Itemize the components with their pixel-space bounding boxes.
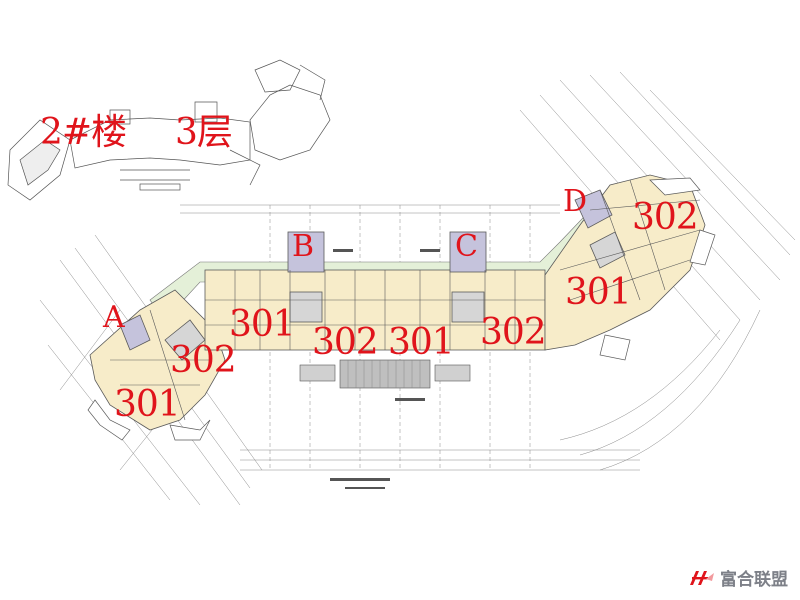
unit-label-d-302: 302 (632, 197, 699, 238)
brand-logo: 富合联盟 (688, 565, 788, 590)
core-label-a: A (103, 300, 125, 335)
brand-logo-text: 富合联盟 (720, 570, 788, 590)
unit-label-b-301: 301 (229, 304, 296, 345)
key-plan (7, 59, 331, 201)
unit-label-c-301: 301 (388, 322, 455, 363)
unit-label-a-301: 301 (114, 384, 181, 425)
floor-number-label: 3层 (175, 112, 233, 153)
unit-label-d-301: 301 (565, 272, 632, 313)
core-label-c: C (455, 229, 478, 264)
podium-platform (299, 359, 471, 389)
unit-label-c-302: 302 (480, 312, 547, 353)
annotation-marks (330, 249, 440, 489)
core-label-b: B (292, 229, 314, 264)
building-number-label: 2#楼 (40, 112, 127, 153)
brand-logo-mark-icon (690, 570, 714, 585)
floor-plate (87, 174, 716, 441)
unit-label-b-302: 302 (312, 322, 379, 363)
unit-label-a-302: 302 (170, 340, 237, 381)
core-label-d: D (563, 184, 587, 219)
